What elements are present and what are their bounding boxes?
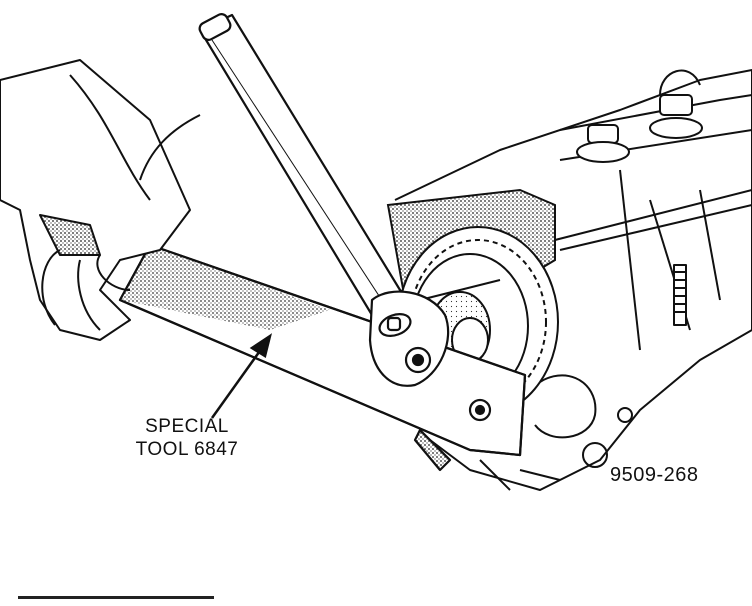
callout-arrow	[210, 333, 272, 419]
callout-line-1: SPECIAL	[145, 416, 229, 437]
cropped-caption-edge	[18, 596, 214, 606]
callout-line-2: TOOL 6847	[135, 439, 239, 460]
hand-arm	[0, 59, 201, 341]
callout-label: SPECIAL TOOL 6847	[112, 415, 262, 461]
ratchet-wrench	[198, 13, 450, 387]
special-tool-bar	[118, 243, 527, 472]
figure-number: 9509-268	[610, 464, 699, 486]
